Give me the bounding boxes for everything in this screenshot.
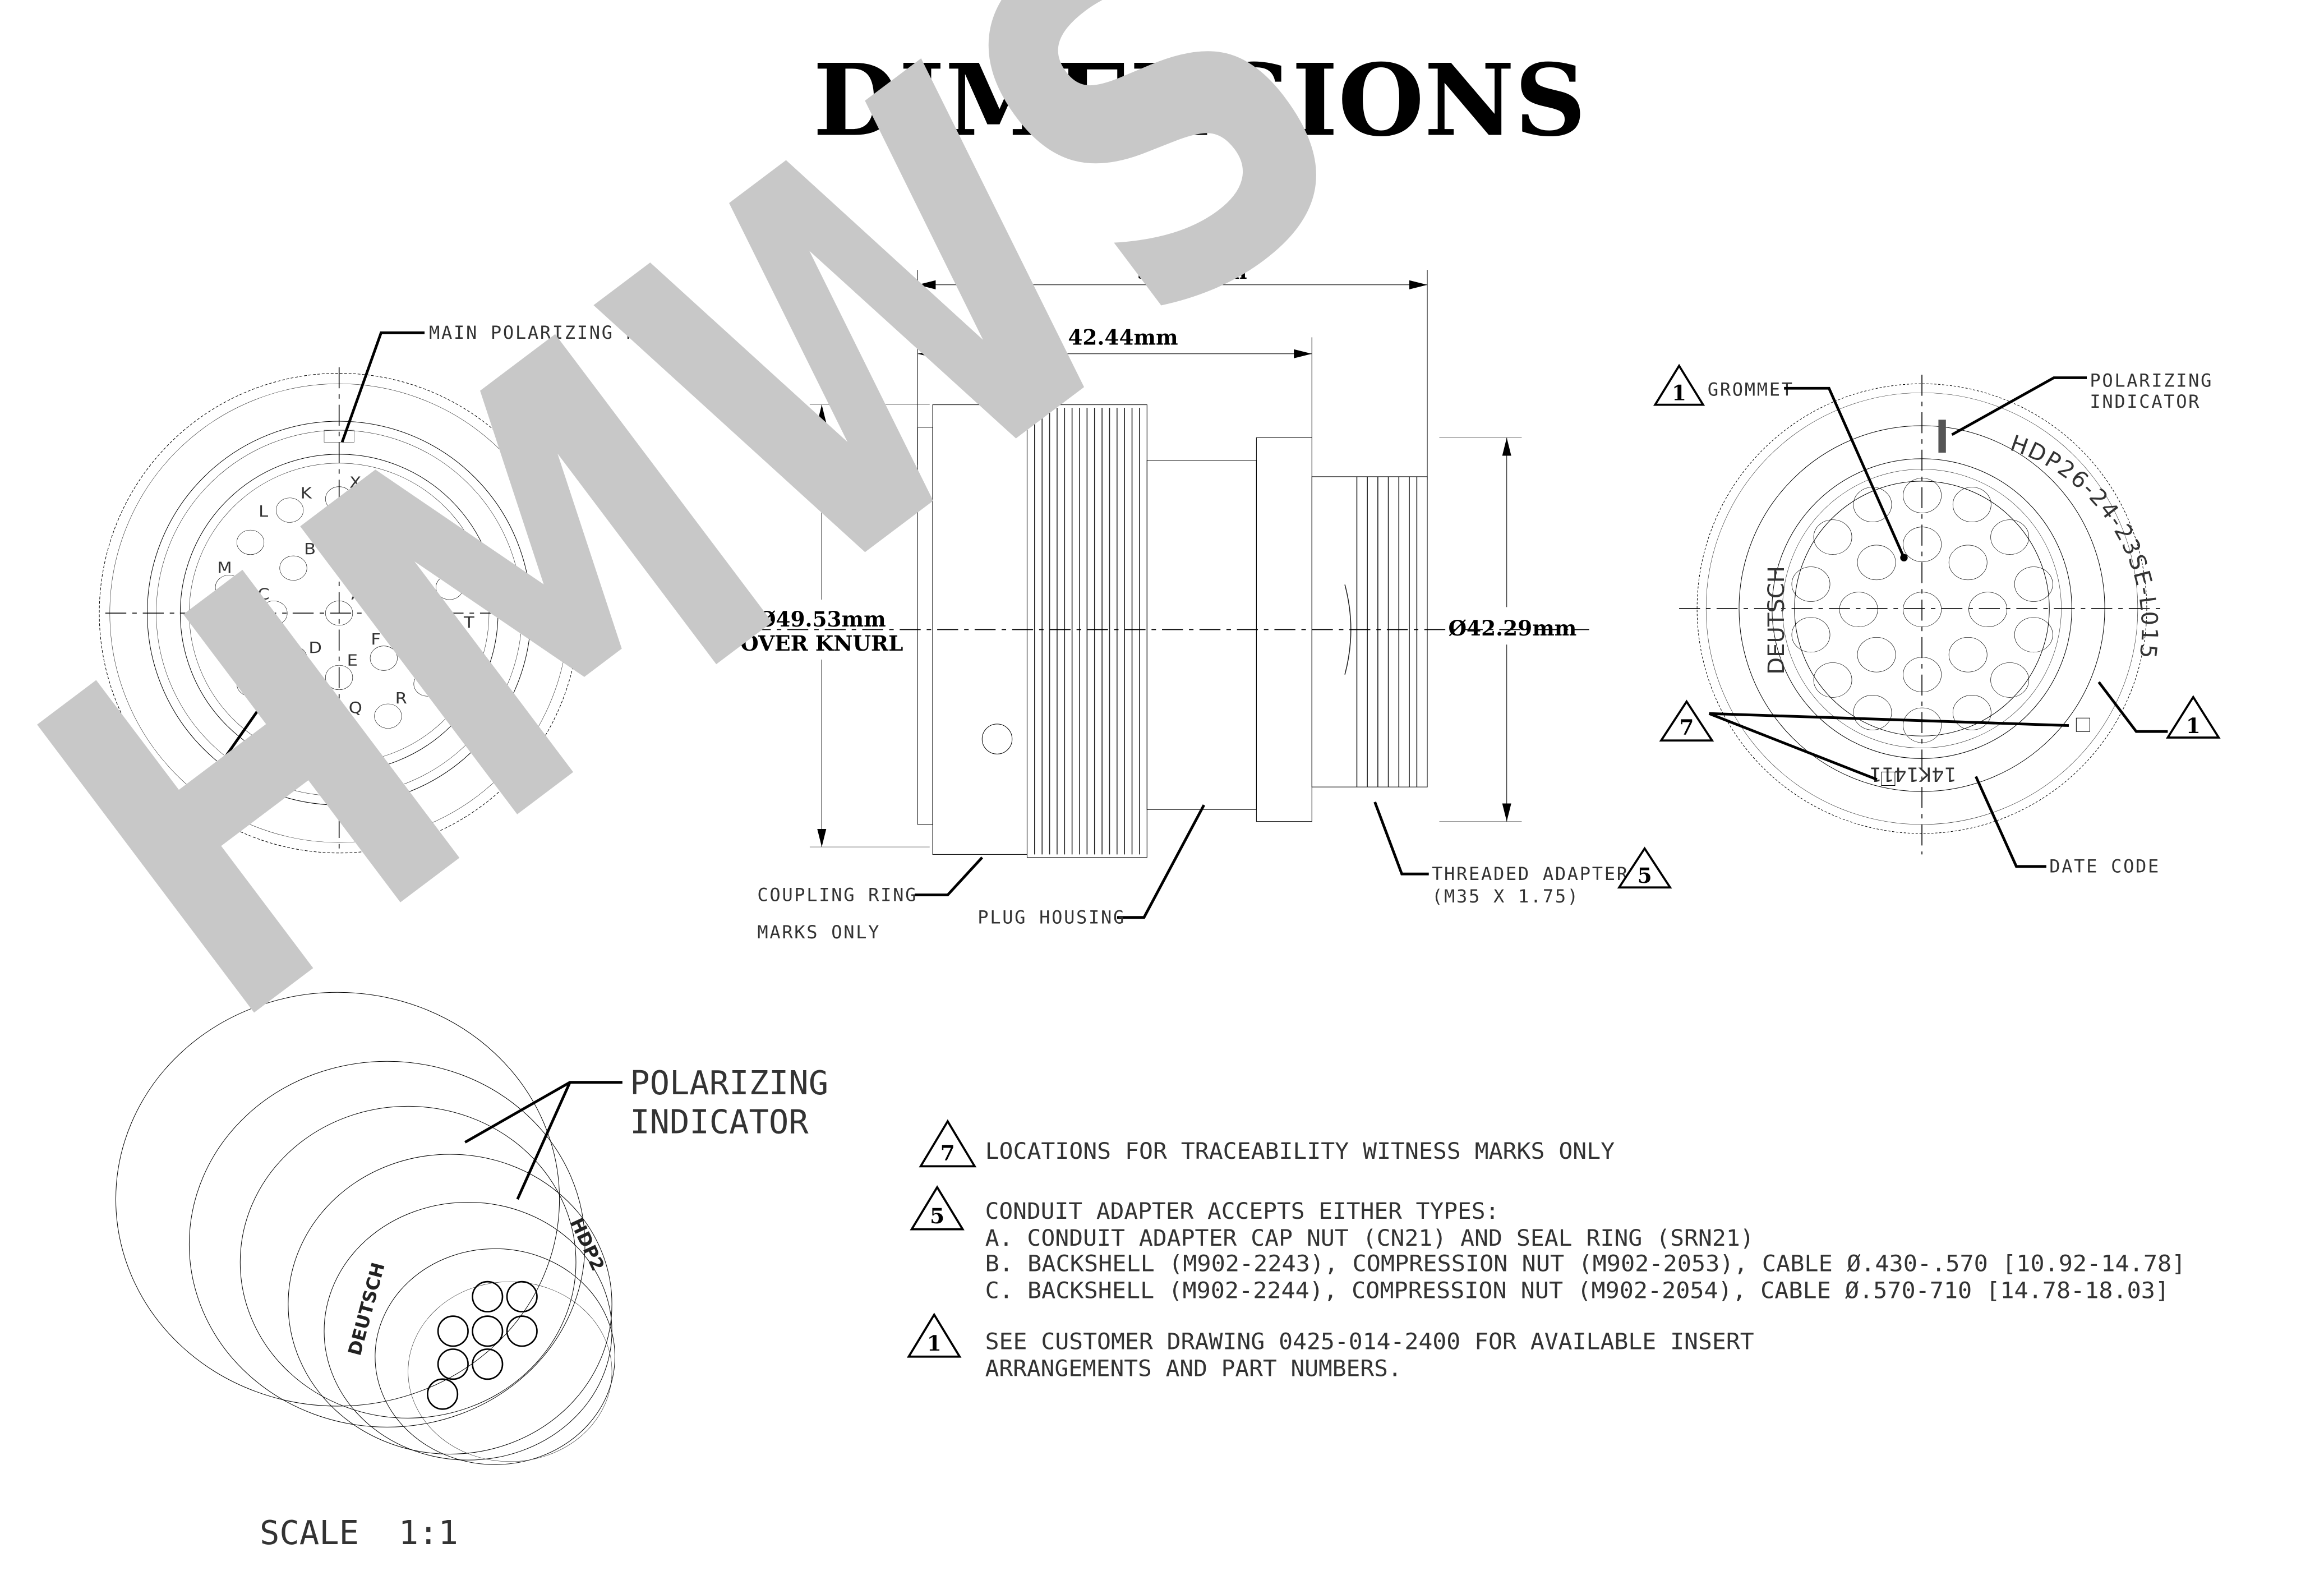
polarizing-indicator-label: POLARIZING [2090,370,2213,391]
part-number-marking: HDP26-24-23SE-L015 [2007,430,2162,661]
date-code-label: DATE CODE [2049,855,2160,877]
pin-label: C [257,585,269,603]
rear-view: HDP26-24-23SE-L015 DEUTSCH 14K1411 1 GRO… [1653,363,2221,877]
pin-label: U [454,559,467,577]
coupling-ring-label: COUPLING RING [757,884,917,905]
plug-housing-label: PLUG HOUSING [977,906,1126,928]
note-number: 1 [927,1331,942,1356]
note-flag-number: 5 [1638,863,1652,888]
pin-label: A [351,585,363,603]
note-flag-7 [1659,699,1714,742]
iso-brand-marking: DEUTSCH [344,1260,389,1358]
pin-label: R [395,689,407,707]
overall-length-dimension: 55.45mm [1137,259,1247,284]
iso-view: DEUTSCH HDP2 POLARIZING INDICATOR SCALE … [116,992,828,1552]
marks-only-label: MARKS ONLY [757,922,880,943]
main-polarizing-key-label: MAIN POLARIZING KEY [429,322,663,343]
pin-label: L [259,502,269,520]
thread-diameter-dimension: Ø42.29mm [1448,616,1576,641]
note-text: SEE CUSTOMER DRAWING 0425-014-2400 FOR A… [985,1329,1754,1355]
note-text: LOCATIONS FOR TRACEABILITY WITNESS MARKS… [985,1139,1615,1164]
front-pins: X K W L V J B H M U C A G N T F D E O S [206,473,474,739]
witness-mark-box [2076,718,2090,731]
knurl-diameter-dimension: Ø49.53mm [758,607,886,632]
scale-label: SCALE 1:1 [260,1513,458,1552]
knurl-pattern [1034,407,1140,855]
note-text: ARRANGEMENTS AND PART NUMBERS. [985,1356,1402,1382]
knurl-diameter-note: OVER KNURL [740,631,903,656]
grommet-cavities [1791,478,2053,743]
pin-label: X [349,473,361,491]
iso-polarizing-indicator-label-2: INDICATOR [630,1103,809,1141]
leader-line [340,331,425,443]
pin-label: J [349,524,356,542]
notes: 7 LOCATIONS FOR TRACEABILITY WITNESS MAR… [906,1119,2186,1382]
note-flag-1 [2165,695,2221,739]
note-flag-5 [910,1185,965,1231]
front-view: X K W L V J B H M U C A G N T F D E O S [99,322,663,855]
note-flag-1 [1653,363,1705,406]
side-view: 55.45mm 42.44mm Ø49.53mm OVER KNURL [740,259,1672,943]
page-title: DIMENSIONS [813,42,1586,159]
pin-label: P [295,687,305,704]
note-flag-1 [906,1312,962,1358]
pin-label: B [304,540,316,558]
note-flag-number: 1 [2186,713,2201,738]
grommet-label: GROMMET [1708,379,1794,400]
pin-label: H [395,542,408,560]
pin-label: O [251,655,264,672]
threaded-adapter-spec: (M35 X 1.75) [1432,886,1580,907]
pin-label: W [376,481,393,499]
threaded-adapter-label: THREADED ADAPTER [1432,863,1629,885]
polarizing-indicator-label-2: INDICATOR [2090,391,2201,412]
pin-label: F [371,630,381,648]
note-flag-number: 7 [1679,715,1694,740]
body-length-dimension: 42.44mm [1068,325,1178,350]
note-text: B. BACKSHELL (M902-2243), COMPRESSION NU… [985,1251,2186,1277]
pin-label: M [217,559,232,577]
iso-polarizing-indicator-label: POLARIZING [630,1063,828,1102]
note-flag-5 [1617,846,1672,889]
pin-label: K [301,484,312,502]
note-flag-1 [127,795,182,844]
pin-label: Q [349,699,362,717]
note-number: 7 [940,1141,955,1166]
note-flag-number: 1 [147,817,162,841]
witness-mark-box [1882,772,1895,785]
note-text: CONDUIT ADAPTER ACCEPTS EITHER TYPES: [985,1199,1500,1224]
pin-label: D [308,638,322,656]
watermark: H M W S [0,0,1445,1128]
note-flag-7 [919,1119,977,1168]
thread-pattern [1344,476,1418,787]
iso-part-number-marking: HDP2 [566,1215,608,1274]
pin-label: V [408,507,419,525]
note-text: C. BACKSHELL (M902-2244), COMPRESSION NU… [985,1278,2169,1304]
pin-label: N [206,615,219,633]
note-number: 5 [930,1204,944,1228]
note-text: A. CONDUIT ADAPTER CAP NUT (CN21) AND SE… [985,1226,1754,1251]
brand-marking: DEUTSCH [1764,566,1790,675]
note-flag-number: 1 [1672,381,1686,406]
pin-label: S [430,655,441,672]
pin-label: T [463,613,474,631]
pin-label: E [347,651,358,669]
date-code-marking: 14K1411 [1869,762,1956,785]
pin-label: G [408,585,422,603]
